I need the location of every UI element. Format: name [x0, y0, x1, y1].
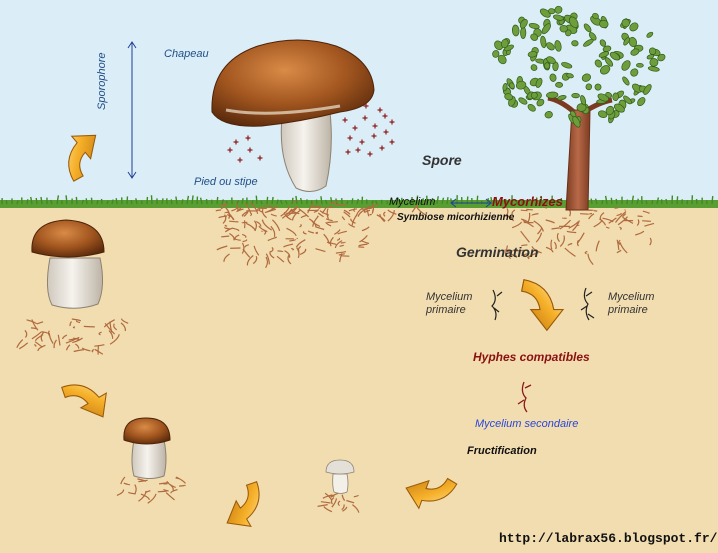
- label-mycelium-primaire-left: Mycelium primaire: [426, 291, 473, 316]
- mushroom-icon: [325, 459, 355, 494]
- mushroom-icon: [123, 417, 171, 479]
- source-url: http://labrax56.blogspot.fr/: [499, 531, 718, 546]
- label-germination: Germination: [456, 244, 539, 260]
- soil: [0, 205, 718, 553]
- label-hyphes-compatibles: Hyphes compatibles: [473, 350, 590, 364]
- hyphae-icon: [491, 289, 503, 321]
- mushroom-icon: [211, 39, 375, 192]
- label-spore: Spore: [422, 152, 462, 168]
- hyphae-icon: [580, 287, 595, 321]
- label-symbiose: Symbiose micorhizienne: [397, 212, 515, 223]
- cycle-arrows: [61, 134, 565, 527]
- label-mycelium-secondaire: Mycelium secondaire: [475, 418, 579, 430]
- label-chapeau: Chapeau: [164, 48, 209, 60]
- double-arrow-icon: [450, 198, 492, 208]
- label-mycelium: Mycelium: [389, 196, 436, 208]
- label-fructification: Fructification: [467, 445, 537, 457]
- tree-icon: [492, 5, 666, 211]
- grass-line: [0, 200, 718, 208]
- label-mycelium-primaire-right: Mycelium primaire: [608, 291, 655, 316]
- spore-dots: [227, 103, 395, 163]
- label-pied-ou-stipe: Pied ou stipe: [194, 176, 258, 188]
- hyphae-icon: [517, 381, 532, 413]
- sporophore-arrow-icon: [127, 41, 137, 179]
- label-mycorhizes: Mycorhizes: [492, 194, 563, 209]
- mushroom-icon: [31, 219, 105, 309]
- label-sporophore: Sporophore: [96, 52, 108, 111]
